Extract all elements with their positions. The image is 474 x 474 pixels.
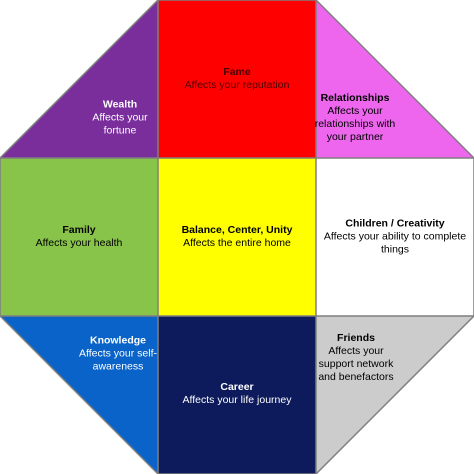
career-desc: Affects your life journey: [182, 394, 292, 406]
knowledge-title: Knowledge: [89, 334, 146, 347]
children-desc: Affects your ability to complete things: [323, 230, 467, 256]
career-label: Career Affects your life journey: [162, 381, 312, 407]
relationships-label: Relationships Affects your relationships…: [305, 92, 405, 144]
family-area: [0, 158, 158, 316]
center-title: Balance, Center, Unity: [181, 224, 293, 236]
wealth-label: Wealth Affects your fortune: [70, 99, 170, 138]
knowledge-desc: Affects your self-awareness: [78, 347, 157, 373]
center-area: [158, 158, 316, 316]
children-label: Children / Creativity Affects your abili…: [320, 218, 470, 257]
friends-desc: Affects your support network and benefac…: [318, 345, 394, 383]
children-title: Children / Creativity: [345, 217, 445, 230]
relationships-title: Relationships: [320, 92, 390, 104]
fame-area: [158, 0, 316, 158]
center-desc: Affects the entire home: [183, 237, 291, 249]
knowledge-label: Knowledge Affects your self-awareness: [68, 335, 168, 374]
fame-desc: Affects your reputation: [184, 79, 290, 91]
wealth-title: Wealth: [102, 98, 138, 111]
family-desc: Affects your health: [35, 237, 123, 249]
friends-label: Friends Affects your support network and…: [306, 332, 406, 384]
fame-title: Fame: [223, 66, 251, 78]
center-label: Balance, Center, Unity Affects the entir…: [162, 224, 312, 250]
children-area: [316, 158, 474, 316]
wealth-desc: Affects your fortune: [92, 111, 148, 137]
relationships-desc: Affects your relationships with your par…: [314, 105, 396, 143]
career-area: [158, 316, 316, 474]
family-label: Family Affects your health: [4, 224, 154, 250]
family-title: Family: [62, 224, 96, 236]
friends-title: Friends: [337, 332, 375, 344]
career-title: Career: [220, 381, 254, 393]
fame-label: Fame Affects your reputation: [162, 66, 312, 92]
